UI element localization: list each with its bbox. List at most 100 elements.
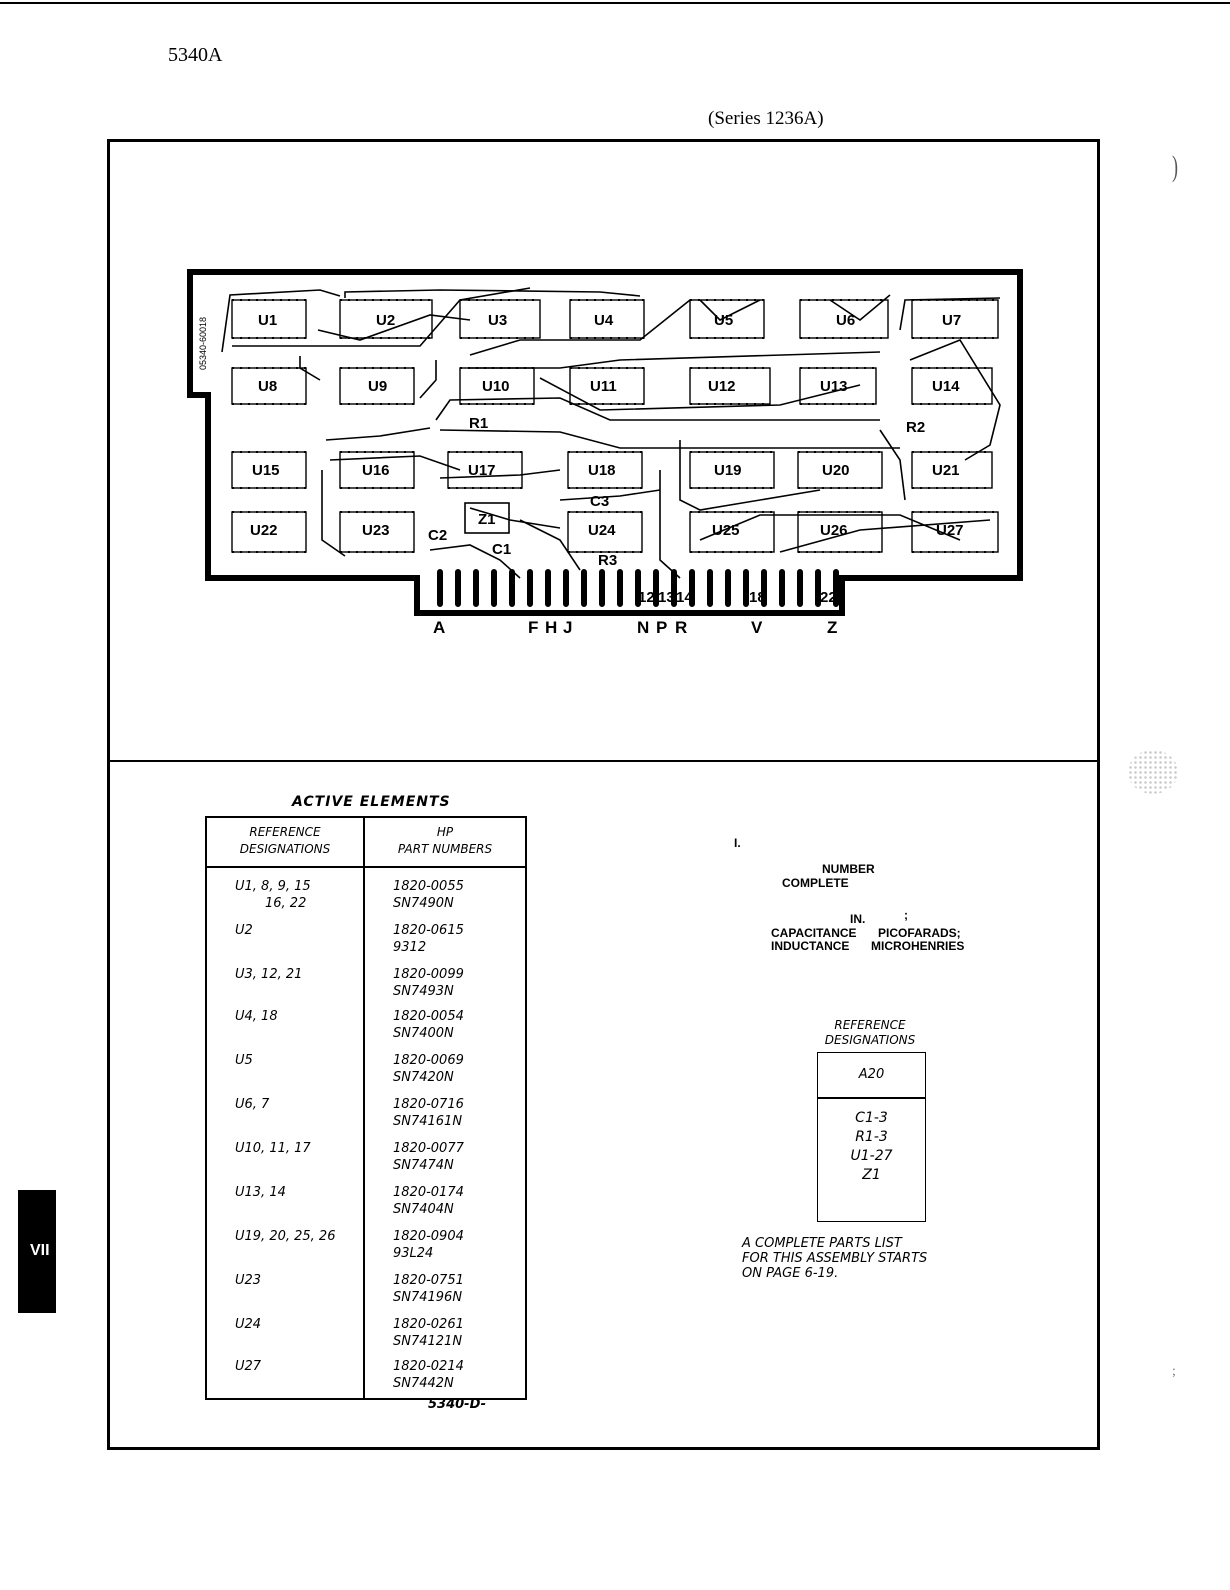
chip-label: U25 [712,522,740,539]
active-elements-title: ACTIVE ELEMENTS [292,794,451,810]
chip-label: U23 [362,522,390,539]
active-elements-table: REFERENCE DESIGNATIONS HP PART NUMBERS U… [205,816,527,1400]
note-line: A COMPLETE PARTS LIST [742,1236,902,1251]
chip-label: U3 [488,312,507,329]
margin-mark: ) [1172,150,1178,183]
z1-label: Z1 [478,511,496,528]
chip-label: U2 [376,312,395,329]
note-inductance: INDUCTANCE [771,939,850,953]
designation-item: U1-27 [850,1148,893,1164]
top-rule [0,2,1230,4]
edge-letter: N [637,618,649,637]
header-line: HP [436,825,454,839]
chip-label: U24 [588,522,616,539]
board-part-number: 05340-60018 [198,317,208,370]
chip-label: U13 [820,378,848,395]
pin-rows [232,299,998,553]
edge-letter: F [528,618,538,637]
section-tab-label: VII [30,1242,50,1259]
ref-cell: U19, 20, 25, 26 [235,1229,336,1244]
designation-list: C1-3 R1-3 U1-27 Z1 [818,1109,925,1185]
c1-label: C1 [492,541,511,558]
designation-item: R1-3 [855,1129,888,1145]
z1-component [464,502,510,534]
reference-designations-title: REFERENCE DESIGNATIONS [806,1018,934,1048]
pin-number: 13 [658,589,675,606]
chip-label: U20 [822,462,850,479]
assembly-designator: A20 [858,1067,885,1082]
pin-number: 12 [638,589,655,606]
board-traces [221,287,1001,579]
chip-label: U10 [482,378,510,395]
note-number: NUMBER [822,862,875,876]
chip-label: U5 [714,312,733,329]
chip-label: U1 [258,312,277,329]
drawing-number: 5340-D- [428,1397,487,1412]
figure-divider [107,760,1100,762]
edge-letter: V [751,618,763,637]
chip-label: U4 [594,312,614,329]
column-header-reference: REFERENCE DESIGNATIONS [207,824,363,858]
ref-cell: U2 [235,923,253,938]
ref-cell: U27 [235,1359,262,1374]
chip-label: U12 [708,378,736,395]
chip-label: U22 [250,522,278,539]
r3-label: R3 [598,552,617,569]
ref-cell: U5 [235,1053,253,1068]
chip-label: U11 [590,378,617,395]
chip-label: U26 [820,522,848,539]
ref-cell: U13, 14 [235,1185,286,1200]
chip-label: U14 [932,378,960,395]
ref-cell: U24 [235,1317,262,1332]
chip-label: U16 [362,462,390,479]
r1-label: R1 [469,415,488,432]
chip-labels: U1 U2 U3 U4 U5 U6 U7 U8 U9 U10 U11 U12 U… [250,312,964,539]
board-outline [187,269,1023,616]
header-line: REFERENCE [249,825,321,839]
edge-letter: P [656,618,667,637]
ref-cell: U3, 12, 21 [235,967,303,982]
r2-label: R2 [906,419,925,436]
reference-designations-table: A20 C1-3 R1-3 U1-27 Z1 [817,1052,926,1222]
chip-label: U21 [932,462,960,479]
header-line: DESIGNATIONS [239,842,331,856]
section-tab: VII [18,1190,56,1313]
chip-label: U6 [836,312,855,329]
parts-list-note: A COMPLETE PARTS LIST FOR THIS ASSEMBLY … [742,1236,982,1281]
ref-cell: U6, 7 [235,1097,270,1112]
chip-label: U17 [468,462,496,479]
scan-smudge [1128,750,1178,794]
note-line: FOR THIS ASSEMBLY STARTS [742,1251,928,1266]
chip-label: U18 [588,462,616,479]
note-in: IN. [850,912,866,926]
note-microhenries: MICROHENRIES [871,939,965,953]
designation-item: Z1 [862,1167,881,1183]
title-line: REFERENCE [834,1018,906,1032]
margin-tick: ; [1172,1364,1176,1379]
note-complete: COMPLETE [782,876,849,890]
connector-letters: A F H J N P R V Z [433,618,837,637]
note-capacitance: CAPACITANCE [771,926,857,940]
figure-frame [107,139,1100,1450]
page-model-number: 5340A [168,44,223,66]
chip-label: U7 [942,312,961,329]
ref-cell: U4, 18 [235,1009,278,1024]
edge-letter: R [675,618,687,637]
edge-letter: A [433,618,445,637]
designation-item: C1-3 [855,1110,888,1126]
connector-pin-numbers: 12 13 14 18 22 [638,589,837,606]
note-semicolon: ; [904,908,908,922]
note-picofarads: PICOFARADS; [878,926,961,940]
table-header-rule [207,866,525,868]
edge-letter: H [545,618,557,637]
note-numeral: I. [734,836,741,850]
